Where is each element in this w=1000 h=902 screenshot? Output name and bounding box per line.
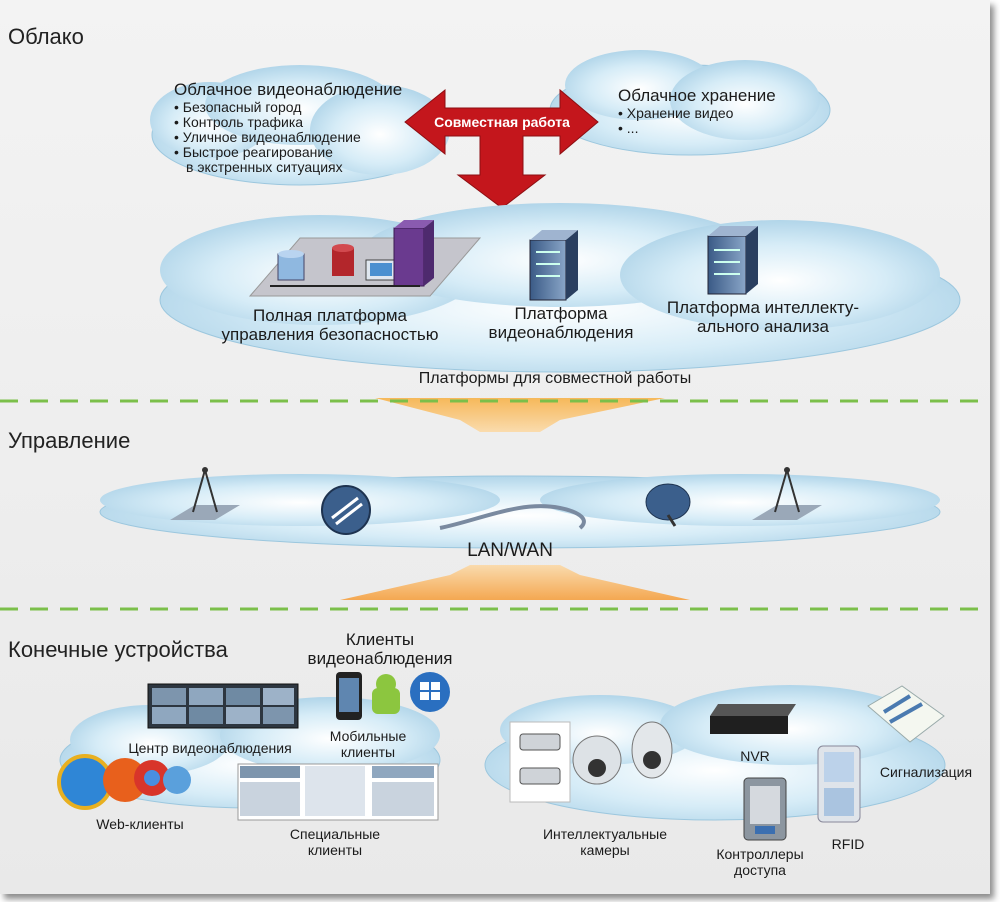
router-icon [321, 485, 371, 535]
alarm-icon [867, 685, 945, 743]
network-label: LAN/WAN [467, 540, 553, 561]
label-line: Платформа интеллекту- [666, 298, 860, 317]
satellite-dish-icon [645, 483, 691, 527]
alarm-label: Сигнализация [879, 764, 973, 780]
label-line: камеры [580, 842, 630, 858]
label-line: доступа [734, 862, 786, 878]
cloud-storage-block: Облачное хранение • Хранение видео • ... [618, 86, 776, 136]
cameras-icon [509, 721, 673, 803]
list-item: • ... [618, 120, 639, 136]
list-item: • Безопасный город [174, 99, 302, 115]
platform-video-label: Платформа видеонаблюдения [476, 304, 646, 342]
nvr-icon [710, 704, 796, 734]
video-platform-rack-icon [529, 230, 578, 301]
video-wall-icon [147, 683, 299, 729]
label-line: ального анализа [696, 317, 830, 336]
antenna-tower-right-icon [752, 467, 822, 520]
label-line: Специальные [289, 826, 381, 842]
label-line: Интеллектуальные [542, 826, 668, 842]
zone-title-cloud: Облако [8, 24, 84, 49]
special-clients-label: Специальные клиенты [270, 826, 400, 858]
collaboration-arrow-label: Совместная работа [434, 114, 570, 130]
zone-title-endpoints: Конечные устройства [8, 637, 228, 662]
antenna-tower-left-icon [170, 467, 240, 520]
clients-group-title: Клиенты видеонаблюдения [290, 630, 470, 668]
access-controller-icon [743, 777, 787, 841]
list-item: • Уличное видеонаблюдение [174, 129, 361, 145]
nvr-label: NVR [740, 748, 770, 764]
web-clients-label: Web-клиенты [96, 816, 184, 832]
security-platform-icon [248, 220, 482, 297]
cloud-video-surveillance-list: • Безопасный город • Контроль трафика • … [174, 100, 402, 175]
list-item: • Хранение видео [618, 105, 734, 121]
browser-icons [57, 754, 191, 810]
label-line: управления безопасностью [221, 325, 439, 344]
cameras-label: Интеллектуальные камеры [520, 826, 690, 858]
zone-title-management: Управление [8, 428, 131, 453]
list-item: • Контроль трафика [174, 114, 304, 130]
mobile-devices-icon [336, 672, 450, 720]
platforms-caption: Платформы для совместной работы [418, 370, 692, 387]
rfid-reader-icon [817, 745, 861, 823]
funnel-lower [340, 565, 690, 600]
access-controllers-label: Контроллеры доступа [700, 846, 820, 878]
cloud-video-surveillance-block: Облачное видеонаблюдение • Безопасный го… [174, 80, 402, 175]
label-line: Полная платформа [252, 306, 408, 325]
mobile-clients-label: Мобильные клиенты [318, 728, 418, 760]
label-line: клиенты [340, 744, 396, 760]
rfid-label: RFID [831, 836, 865, 852]
cable-icon [439, 504, 586, 530]
label-line: Контроллеры [716, 846, 804, 862]
special-clients-screens-icon [237, 763, 439, 821]
cloud-storage-title: Облачное хранение [618, 86, 776, 105]
platform-analysis-label: Платформа интеллекту- ального анализа [648, 298, 878, 336]
platform-security-label: Полная платформа управления безопасность… [200, 306, 460, 344]
funnel-upper [375, 398, 665, 432]
cloud-video-surveillance-shape [150, 65, 450, 186]
label-line: видеонаблюдения [307, 649, 453, 668]
list-item: • Быстрое реагирование [174, 144, 333, 160]
label-line: клиенты [307, 842, 363, 858]
label-line: Клиенты [345, 630, 415, 649]
label-line: Мобильные [329, 728, 407, 744]
cloud-video-surveillance-title: Облачное видеонаблюдение [174, 80, 403, 99]
list-item: в экстренных ситуациях [186, 159, 343, 175]
label-line: Платформа [514, 304, 608, 323]
collaboration-arrow [404, 88, 599, 209]
analysis-platform-rack-icon [707, 226, 758, 295]
label-line: видеонаблюдения [488, 323, 634, 342]
cloud-storage-list: • Хранение видео • ... [618, 106, 776, 136]
monitoring-center-label: Центр видеонаблюдения [128, 740, 292, 756]
cloud-storage-shape [549, 50, 831, 156]
